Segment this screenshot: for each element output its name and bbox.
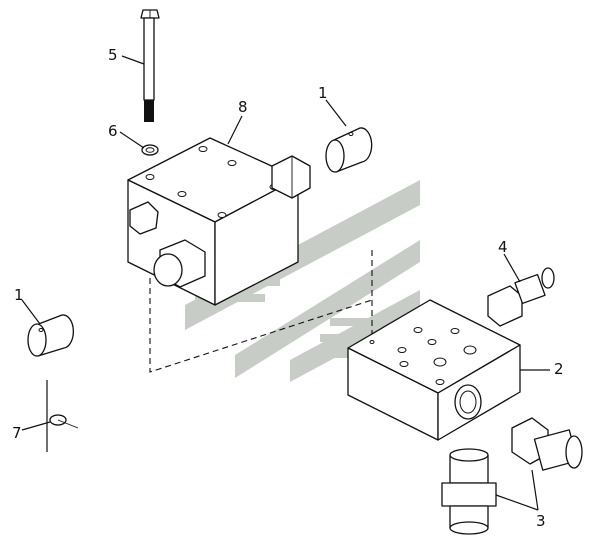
leader-lines [21,55,550,511]
sleeve-part-1-upper [325,127,373,173]
callout-3: 3 [536,512,546,530]
base-block-part-2 [347,299,521,441]
fitting-part-3-right [511,417,583,471]
mounting-outline-dashed [149,250,373,373]
callout-7: 7 [12,424,22,442]
callout-2: 2 [554,360,564,378]
fitting-part-4 [487,267,555,327]
fitting-part-3-left [441,448,497,535]
callout-1-upper: 1 [318,84,328,102]
washer-part-6 [141,144,159,156]
sleeve-part-1-lower [27,314,74,357]
bolt-part-5 [140,9,160,122]
pin-part-7 [46,380,79,452]
callout-4: 4 [498,238,508,256]
callout-1-lower: 1 [14,286,24,304]
valve-block-part-8 [127,137,311,306]
watermark-logo [185,180,420,382]
callout-6: 6 [108,122,118,140]
callout-8: 8 [238,98,248,116]
callout-5: 5 [108,46,118,64]
